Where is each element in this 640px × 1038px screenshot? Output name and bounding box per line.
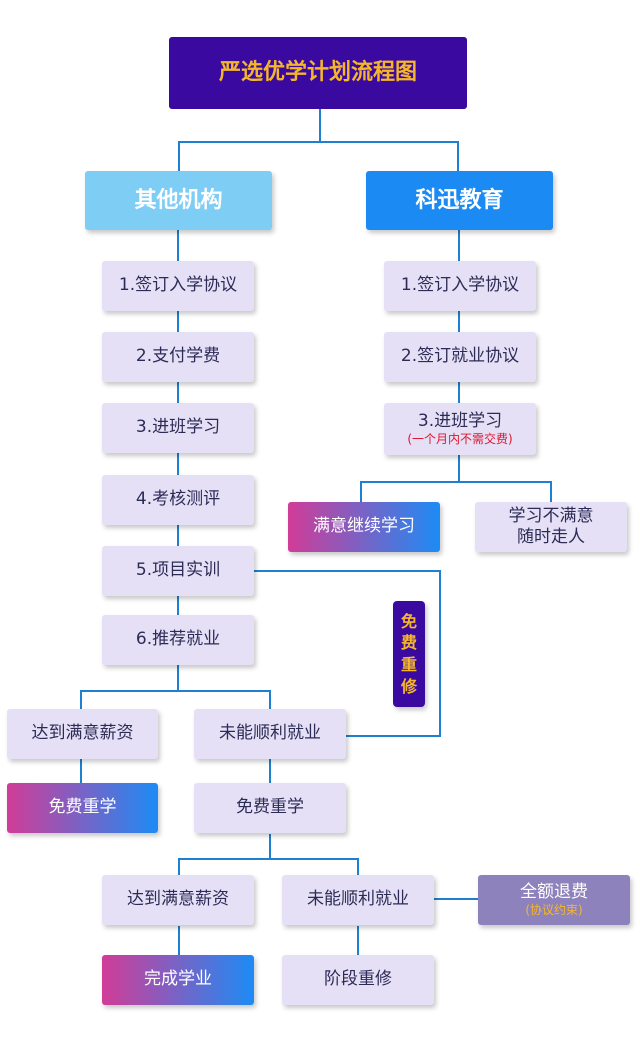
connector-line [178, 141, 180, 172]
loop-line [439, 570, 441, 736]
satisfied-continue: 满意继续学习 [288, 502, 440, 552]
connector-line [80, 758, 82, 784]
unsatisfied-leave-box: 学习不满意 随时走人 [475, 502, 627, 552]
right-step-3-note: (一个月内不需交费) [407, 432, 513, 447]
unsatisfied-line-1: 学习不满意 [508, 505, 594, 526]
connector-line [177, 229, 179, 691]
connector-line [357, 858, 359, 876]
unsatisfied-line-2: 随时走人 [517, 527, 585, 547]
outcome-fail: 未能顺利就业 [194, 709, 346, 759]
vertical-char: 免 [400, 611, 417, 631]
complete-studies: 完成学业 [102, 955, 254, 1005]
connector-line [457, 141, 459, 172]
connector-line [178, 141, 458, 143]
connector-line [178, 926, 180, 956]
right-step-3: 3.进班学习 [417, 410, 503, 431]
left-step-1: 1.签订入学协议 [102, 261, 254, 311]
stage-repeat: 阶段重修 [282, 955, 434, 1005]
free-repeat-vertical-label: 免 费 重 修 [393, 601, 425, 707]
left-step-5: 5.项目实训 [102, 546, 254, 596]
success-free-relearn: 免费重学 [7, 783, 158, 833]
connector-line [357, 926, 359, 956]
full-refund-box: 全额退费 (协议约束) [478, 875, 630, 925]
chart-title: 严选优学计划流程图 [169, 37, 467, 109]
right-step-2: 2.签订就业协议 [384, 332, 536, 382]
connector-line [434, 898, 480, 900]
connector-line [269, 834, 271, 860]
left-step-3: 3.进班学习 [102, 403, 254, 453]
left-step-2: 2.支付学费 [102, 332, 254, 382]
second-outcome-fail: 未能顺利就业 [282, 875, 434, 925]
loop-line [346, 735, 441, 737]
right-step-1: 1.签订入学协议 [384, 261, 536, 311]
connector-line [178, 858, 358, 860]
vertical-char: 费 [400, 633, 417, 653]
connector-line [319, 109, 321, 142]
second-outcome-success: 达到满意薪资 [102, 875, 254, 925]
left-step-4: 4.考核测评 [102, 475, 254, 525]
right-header-kexun: 科迅教育 [366, 171, 553, 230]
outcome-success: 达到满意薪资 [7, 709, 158, 759]
connector-line [80, 690, 82, 710]
connector-line [269, 690, 271, 710]
connector-line [269, 758, 271, 784]
connector-line [550, 481, 552, 503]
left-header-other-institutions: 其他机构 [85, 171, 272, 230]
connector-line [360, 481, 552, 483]
connector-line [178, 858, 180, 876]
vertical-char: 修 [400, 676, 417, 696]
loop-line [254, 570, 440, 572]
right-step-3-box: 3.进班学习 (一个月内不需交费) [384, 403, 536, 455]
connector-line [80, 690, 270, 692]
vertical-char: 重 [400, 655, 417, 674]
connector-line [360, 481, 362, 503]
full-refund-label: 全额退费 [520, 881, 588, 902]
left-step-6: 6.推荐就业 [102, 615, 254, 665]
refund-note: (协议约束) [525, 903, 583, 918]
fail-free-relearn: 免费重学 [194, 783, 346, 833]
